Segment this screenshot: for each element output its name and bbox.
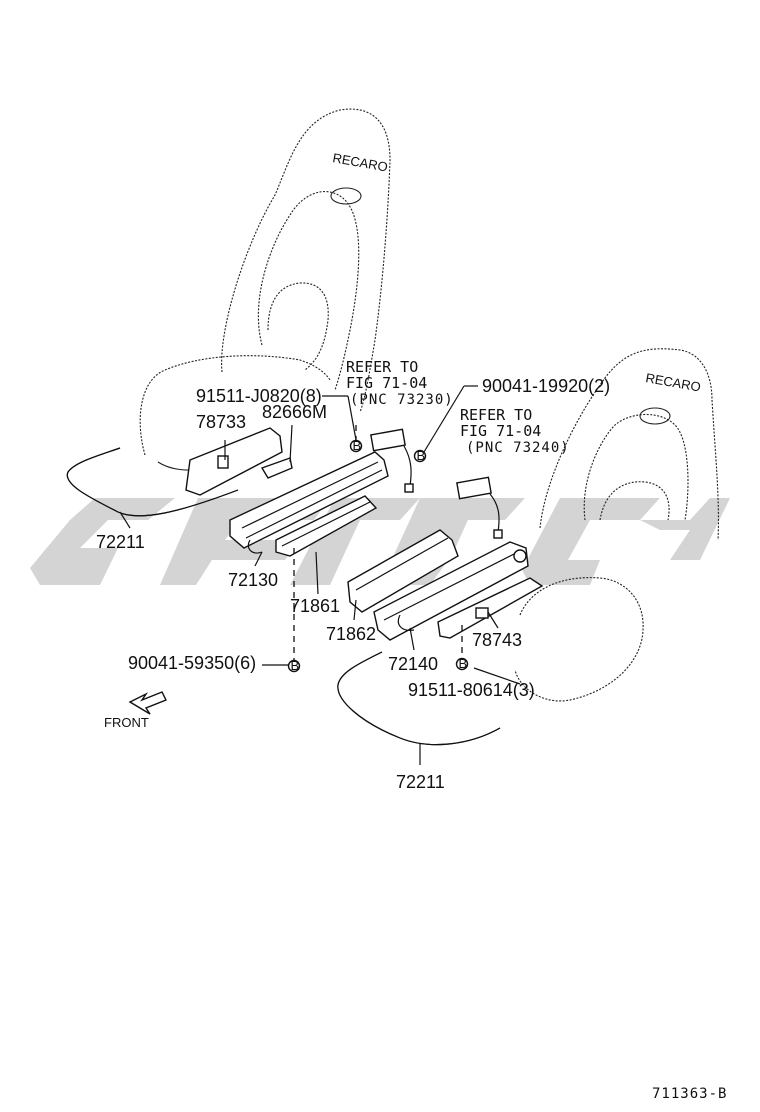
label-90041-59350: 90041-59350(6) — [128, 653, 256, 673]
label-90041-19920: 90041-19920(2) — [482, 376, 610, 396]
svg-text:B: B — [291, 658, 300, 673]
right-rail-71862 — [347, 529, 459, 613]
fastener-left-upper — [349, 439, 363, 453]
label-91511-J0820: 91511-J0820(8) — [196, 386, 322, 406]
label-72130: 72130 — [228, 570, 278, 590]
svg-text:FIG 71-04: FIG 71-04 — [346, 374, 427, 392]
figure-id: 711363-B — [652, 1086, 727, 1102]
label-72140: 72140 — [388, 654, 438, 674]
leader-lines — [119, 385, 521, 765]
svg-text:(PNC 73230): (PNC 73230) — [350, 392, 454, 408]
label-71862: 71862 — [326, 624, 376, 644]
fastener-lower-right — [455, 657, 469, 671]
refer-note-left: REFER TO FIG 71-04 (PNC 73230) — [346, 358, 454, 408]
svg-text:B: B — [353, 438, 362, 453]
svg-text:REFER TO: REFER TO — [460, 406, 532, 424]
fastener-symbols: B B B B — [287, 438, 469, 673]
part-labels: 91511-J0820(8) 78733 82666M 90041-19920(… — [96, 376, 610, 792]
front-arrow-icon — [128, 691, 167, 715]
right-seat-rail-assembly — [337, 476, 544, 746]
svg-text:B: B — [417, 448, 426, 463]
fastener-upper-right — [413, 449, 427, 463]
label-82666M: 82666M — [262, 402, 327, 422]
svg-text:B: B — [459, 656, 468, 671]
front-label: FRONT — [104, 715, 149, 730]
left-seat-brand: RECARO — [331, 150, 388, 174]
right-seat-brand: RECARO — [644, 370, 701, 394]
fastener-lower-left — [287, 659, 301, 673]
refer-note-right: REFER TO FIG 71-04 (PNC 73240) — [460, 406, 570, 456]
svg-text:(PNC 73240): (PNC 73240) — [466, 440, 570, 456]
label-72211-right: 72211 — [396, 772, 445, 792]
right-buckle — [456, 476, 492, 500]
left-cover-78733 — [185, 427, 283, 496]
right-cover-78743 — [437, 577, 544, 639]
svg-text:FIG 71-04: FIG 71-04 — [460, 422, 541, 440]
left-buckle — [370, 428, 406, 452]
left-harness-82666M — [260, 457, 293, 479]
label-72211-left: 72211 — [96, 532, 145, 552]
label-78733: 78733 — [196, 412, 246, 432]
label-91511-80614: 91511-80614(3) — [408, 680, 535, 700]
front-indicator: FRONT — [104, 691, 167, 730]
label-78743: 78743 — [472, 630, 522, 650]
left-seat-rail-assembly — [66, 427, 414, 557]
label-71861: 71861 — [290, 596, 340, 616]
svg-text:REFER TO: REFER TO — [346, 358, 418, 376]
